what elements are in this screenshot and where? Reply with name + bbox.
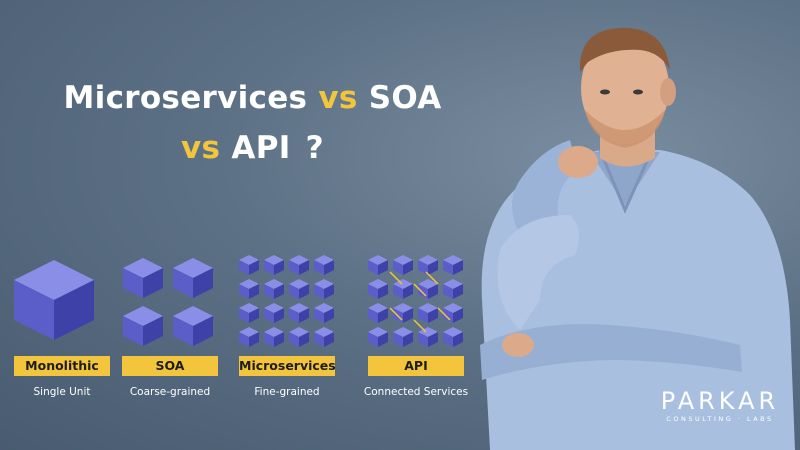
soa-cubes-icon bbox=[123, 258, 213, 346]
headline-microservices: Microservices bbox=[63, 80, 308, 116]
arch-microservices: Microservices Fine-grained bbox=[235, 250, 339, 400]
arch-soa: SOA Coarse-grained bbox=[118, 250, 222, 400]
arch-api-label: API bbox=[368, 356, 464, 376]
headline-api: API bbox=[231, 130, 291, 166]
arch-monolithic-subtitle: Single Unit bbox=[33, 386, 91, 398]
arch-api-subtitle: Connected Services bbox=[363, 386, 469, 398]
headline-line-2: vs API ? bbox=[0, 130, 505, 166]
headline-question-mark: ? bbox=[305, 130, 324, 166]
microservices-cubes-icon bbox=[239, 255, 334, 347]
arch-soa-subtitle: Coarse-grained bbox=[129, 386, 211, 398]
api-connected-cubes-icon bbox=[368, 255, 463, 347]
headline-soa: SOA bbox=[368, 80, 442, 116]
logo-brand: PARKAR bbox=[660, 387, 780, 415]
arch-soa-label: SOA bbox=[122, 356, 218, 376]
monolithic-cube-icon bbox=[14, 260, 94, 340]
arch-microservices-subtitle: Fine-grained bbox=[254, 386, 320, 398]
headline-vs-2: vs bbox=[181, 130, 221, 166]
arch-monolithic-label: Monolithic bbox=[14, 356, 110, 376]
arch-monolithic: Monolithic Single Unit bbox=[10, 250, 114, 400]
logo-tagline: CONSULTING · LABS bbox=[666, 415, 774, 423]
thinking-man-photo bbox=[480, 27, 795, 450]
arch-api: API Connected Services bbox=[364, 250, 468, 400]
headline-line-1: Microservices vs SOA bbox=[0, 80, 505, 116]
headline-vs-1: vs bbox=[318, 80, 358, 116]
parkar-logo: PARKAR CONSULTING · LABS bbox=[650, 388, 790, 424]
arch-microservices-label: Microservices bbox=[239, 356, 336, 376]
